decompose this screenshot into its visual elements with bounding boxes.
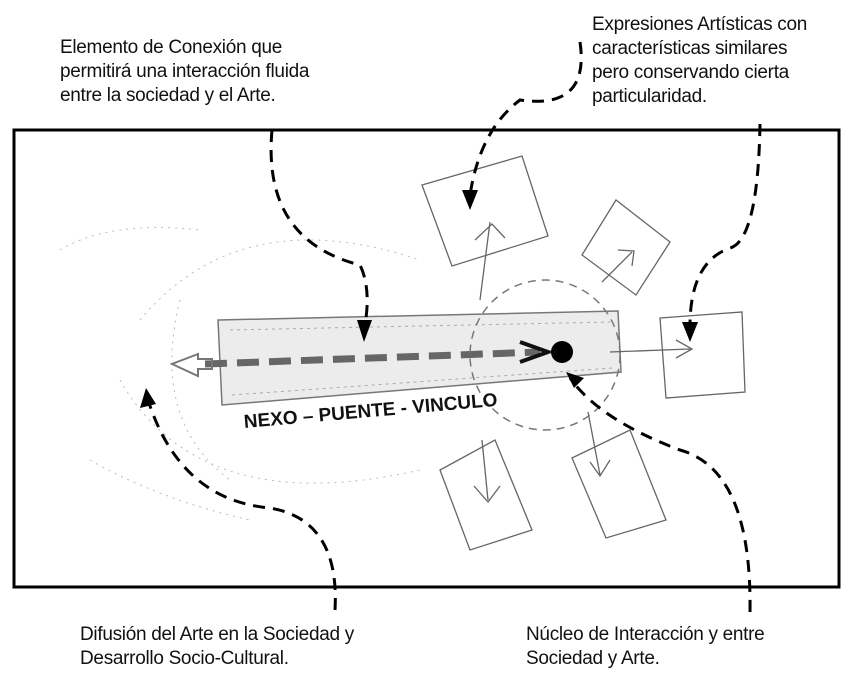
label-line: entre la sociedad y el Arte. [60,85,276,106]
label-interaction-nucleus: Núcleo de Interacción y entre Sociedad y… [526,623,765,671]
interaction-nucleus-circle [469,279,621,431]
label-line: Núcleo de Interacción y entre [526,624,765,645]
nexus-band [217,310,622,406]
label-connection-element: Elemento de Conexión que permitirá una i… [60,36,309,108]
label-line: Difusión del Arte en la Sociedad y [80,624,354,645]
label-line: Expresiones Artísticas con [592,14,808,35]
interaction-nucleus-dot [551,341,573,363]
diagram-frame [12,128,841,589]
label-line: Elemento de Conexión que [60,37,283,58]
label-artistic-expressions: Expresiones Artísticas con característic… [592,13,807,109]
callout-arrows [146,41,762,613]
background-sketch [59,227,421,521]
label-art-diffusion: Difusión del Arte en la Sociedad y Desar… [80,623,354,671]
main-arrow [169,340,554,378]
label-line: Sociedad y Arte. [526,648,660,669]
artistic-expression-shapes [421,155,746,551]
callout-arrowheads [140,190,698,408]
label-line: pero conservando cierta [592,62,789,83]
label-line: características similares [592,38,788,59]
label-line: particularidad. [592,86,707,107]
band-hatch [229,321,613,396]
label-line: Desarrollo Socio-Cultural. [80,648,289,669]
label-line: permitirá una interacción fluida [60,61,310,82]
arrow-head-left-icon [169,352,213,378]
